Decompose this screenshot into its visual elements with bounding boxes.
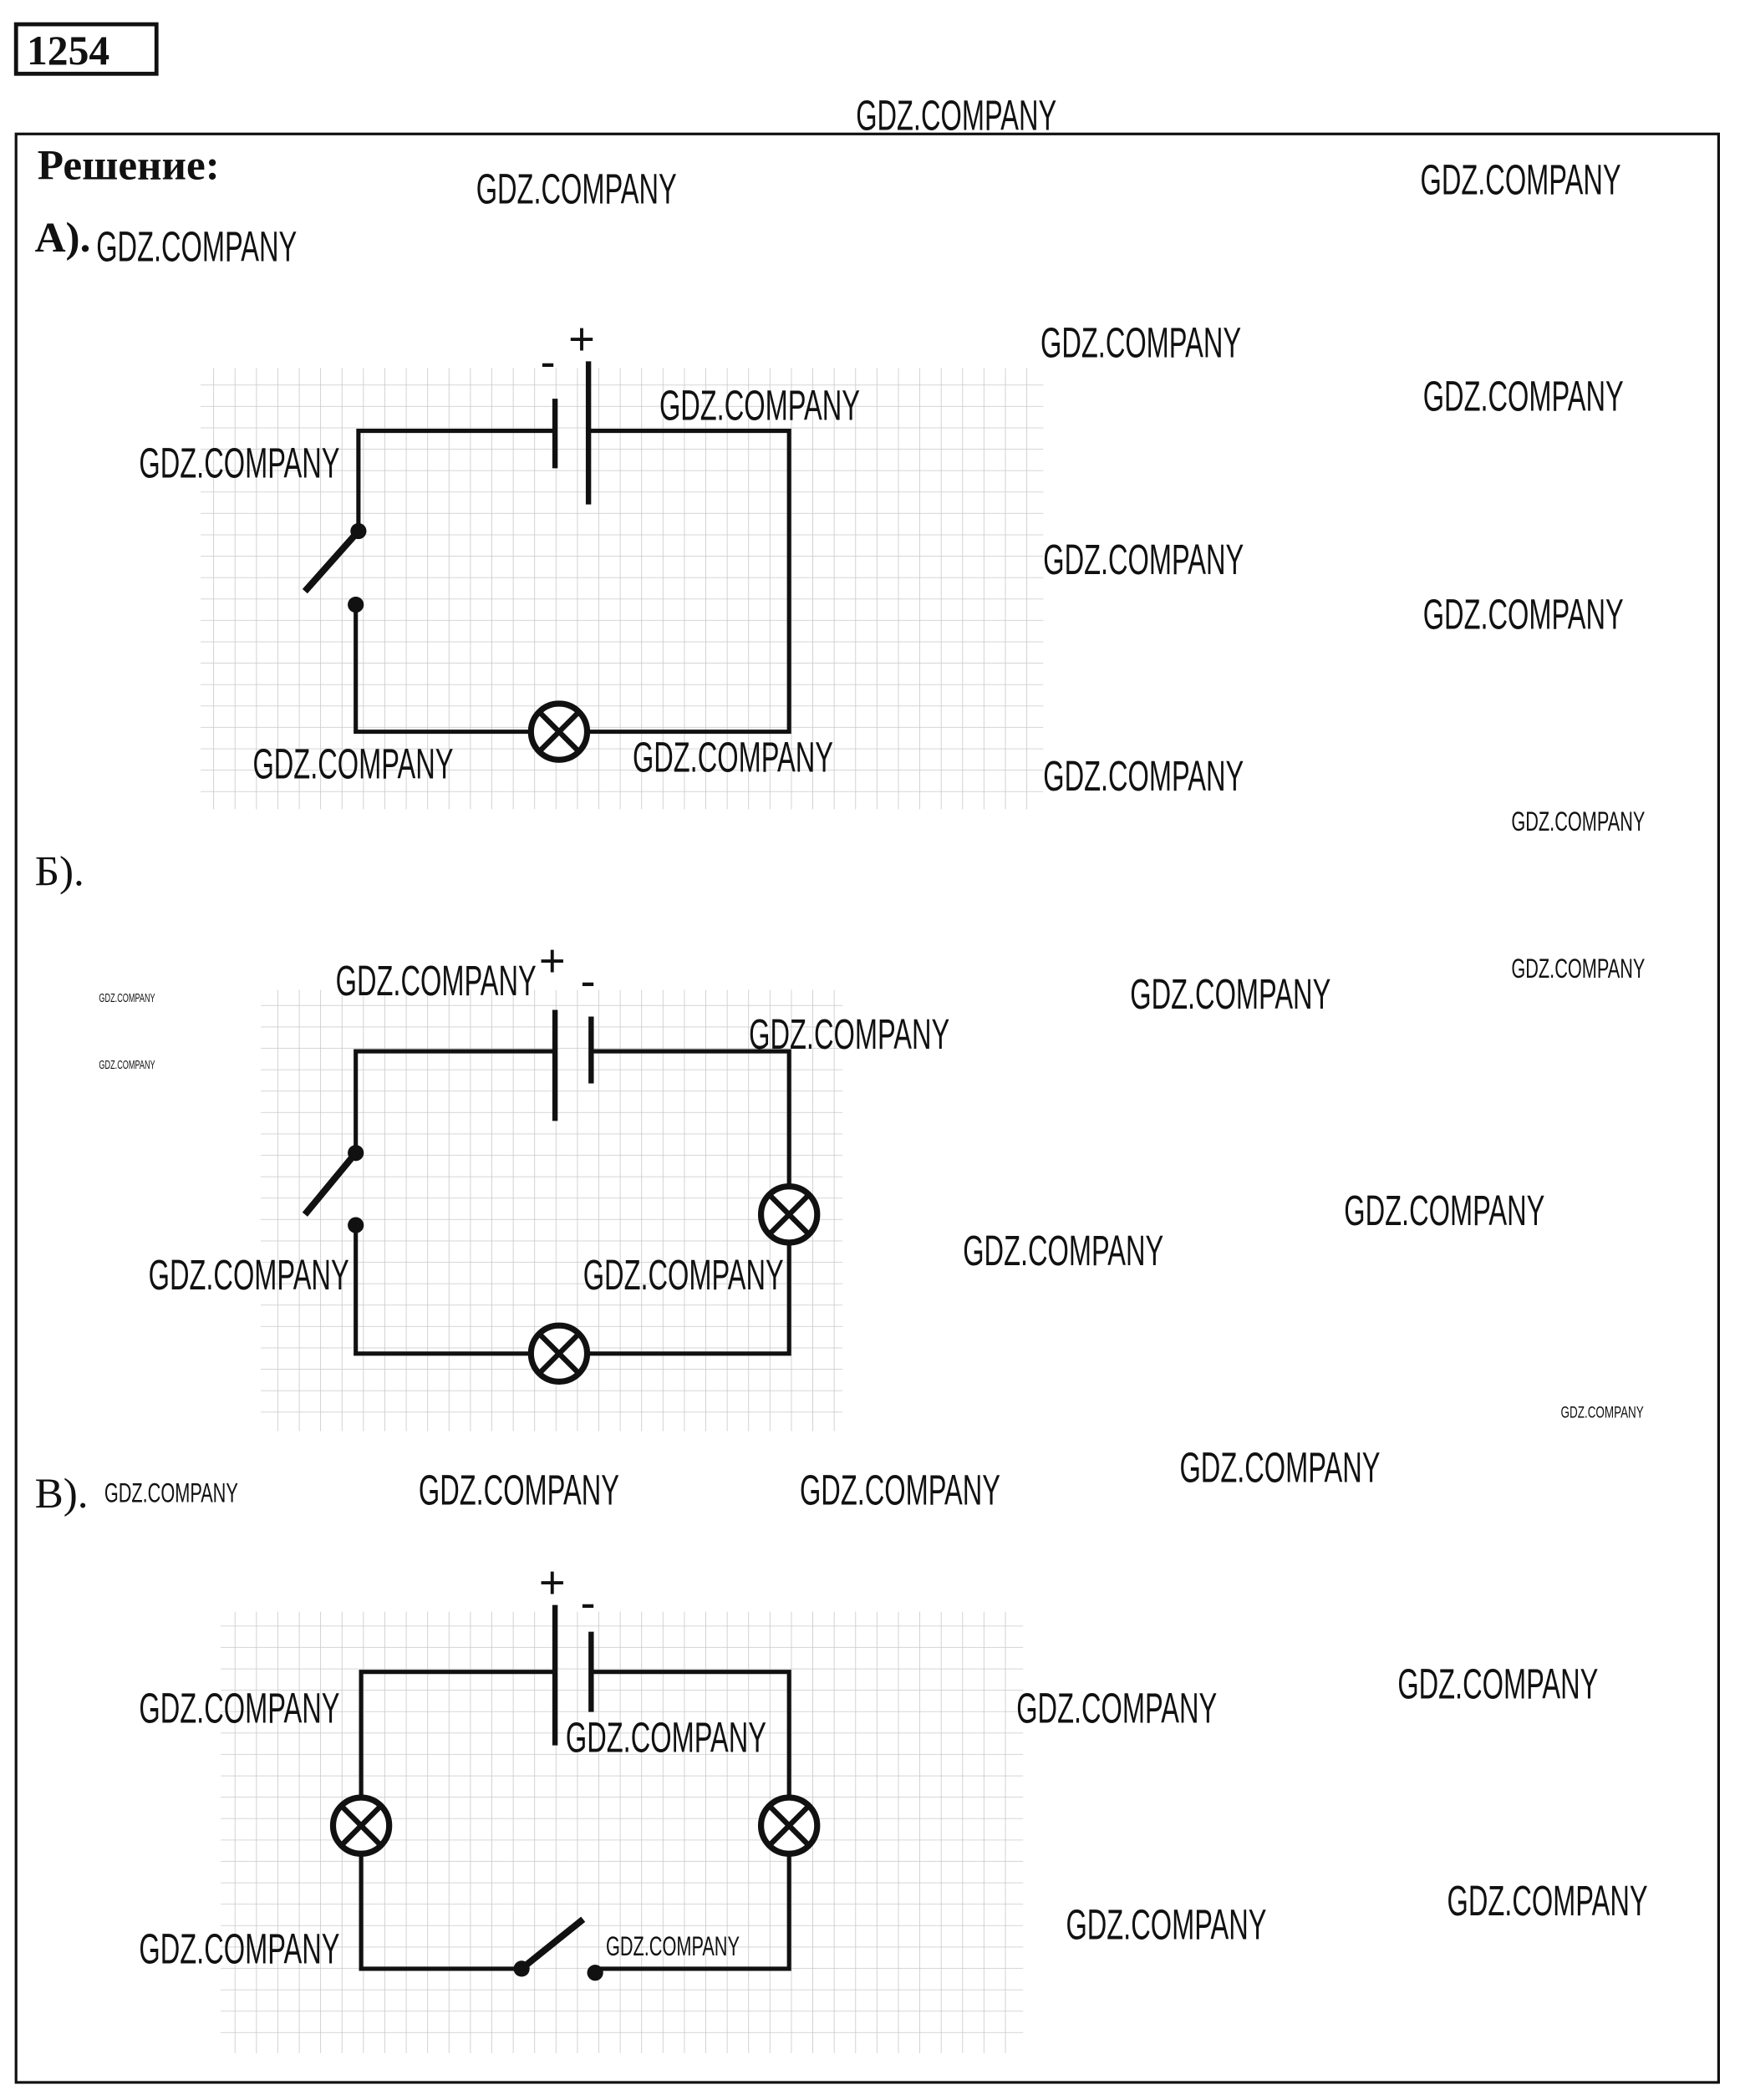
- circuit-b: + -: [302, 935, 821, 1385]
- watermarks: GDZ.COMPANY GDZ.COMPANY GDZ.COMPANY GDZ.COM…: [96, 91, 1647, 1972]
- problem-number-box: [13, 22, 159, 76]
- watermark-text: GDZ.COMPANY: [633, 734, 833, 781]
- watermark-text: GDZ.COMPANY: [1397, 1660, 1598, 1708]
- watermark-text: GDZ.COMPANY: [476, 165, 677, 213]
- watermark-text: GDZ.COMPANY: [252, 740, 453, 788]
- watermark-text: GDZ.COMPANY: [800, 1467, 1000, 1514]
- lamp-icon: [527, 700, 591, 763]
- battery-sign-right: -: [581, 1578, 596, 1629]
- watermark-text: GDZ.COMPANY: [1423, 590, 1624, 638]
- watermark-text: GDZ.COMPANY: [1040, 319, 1241, 367]
- watermark-text: GDZ.COMPANY: [1179, 1443, 1380, 1491]
- watermark-text: GDZ.COMPANY: [1511, 953, 1645, 984]
- circuit-c: + -: [329, 1558, 821, 1981]
- watermark-text: GDZ.COMPANY: [1043, 752, 1244, 800]
- watermark-text: GDZ.COMPANY: [1421, 155, 1621, 203]
- watermark-text: GDZ.COMPANY: [99, 1059, 155, 1072]
- watermark-text: GDZ.COMPANY: [856, 91, 1056, 139]
- grid-paper-a: [201, 368, 1044, 810]
- watermark-text: GDZ.COMPANY: [1066, 1901, 1266, 1949]
- switch-open: [302, 522, 367, 613]
- watermark-text: GDZ.COMPANY: [419, 1467, 619, 1514]
- watermark-text: GDZ.COMPANY: [96, 222, 297, 270]
- watermark-text: GDZ.COMPANY: [1511, 806, 1645, 836]
- watermark-text: GDZ.COMPANY: [1130, 970, 1330, 1018]
- watermark-text: GDZ.COMPANY: [606, 1931, 740, 1961]
- circuit-a: - +: [302, 313, 791, 763]
- part-b-label: Б).: [35, 848, 84, 896]
- battery-sign-left: +: [539, 935, 566, 986]
- watermark-text: GDZ.COMPANY: [139, 1684, 339, 1731]
- watermark-text: GDZ.COMPANY: [1447, 1877, 1648, 1925]
- watermark-text: GDZ.COMPANY: [99, 992, 155, 1005]
- watermark-text: GDZ.COMPANY: [1344, 1187, 1544, 1234]
- watermark-text: GDZ.COMPANY: [1016, 1684, 1217, 1731]
- part-a-label: А).: [35, 214, 91, 262]
- problem-number: 1254: [27, 28, 109, 74]
- watermark-text: GDZ.COMPANY: [149, 1251, 349, 1299]
- watermark-text: GDZ.COMPANY: [104, 1477, 238, 1508]
- watermark-text: GDZ.COMPANY: [1423, 373, 1624, 420]
- lamp-icon: [527, 1322, 591, 1385]
- solution-frame: [14, 132, 1720, 2084]
- battery-sign-left: -: [541, 337, 556, 388]
- part-c-label: В).: [35, 1470, 89, 1518]
- watermark-text: GDZ.COMPANY: [1043, 536, 1244, 583]
- watermark-text: GDZ.COMPANY: [139, 440, 339, 487]
- lamp-icon: [757, 1183, 821, 1246]
- battery-sign-right: +: [568, 313, 595, 364]
- watermark-text: GDZ.COMPANY: [566, 1714, 766, 1762]
- watermark-text: GDZ.COMPANY: [1561, 1405, 1644, 1422]
- watermark-text: GDZ.COMPANY: [139, 1925, 339, 1973]
- battery-sign-right: -: [581, 955, 596, 1006]
- battery-sign-left: +: [539, 1558, 566, 1609]
- watermark-text: GDZ.COMPANY: [336, 957, 537, 1004]
- watermark-text: GDZ.COMPANY: [659, 382, 860, 430]
- switch-open: [513, 1916, 603, 1981]
- lamp-icon: [329, 1794, 393, 1857]
- watermark-text: GDZ.COMPANY: [583, 1251, 784, 1299]
- switch-open: [302, 1145, 364, 1233]
- solution-label: Решение:: [38, 142, 220, 190]
- lamp-icon: [757, 1794, 821, 1857]
- watermark-text: GDZ.COMPANY: [963, 1227, 1163, 1274]
- watermark-text: GDZ.COMPANY: [749, 1010, 949, 1058]
